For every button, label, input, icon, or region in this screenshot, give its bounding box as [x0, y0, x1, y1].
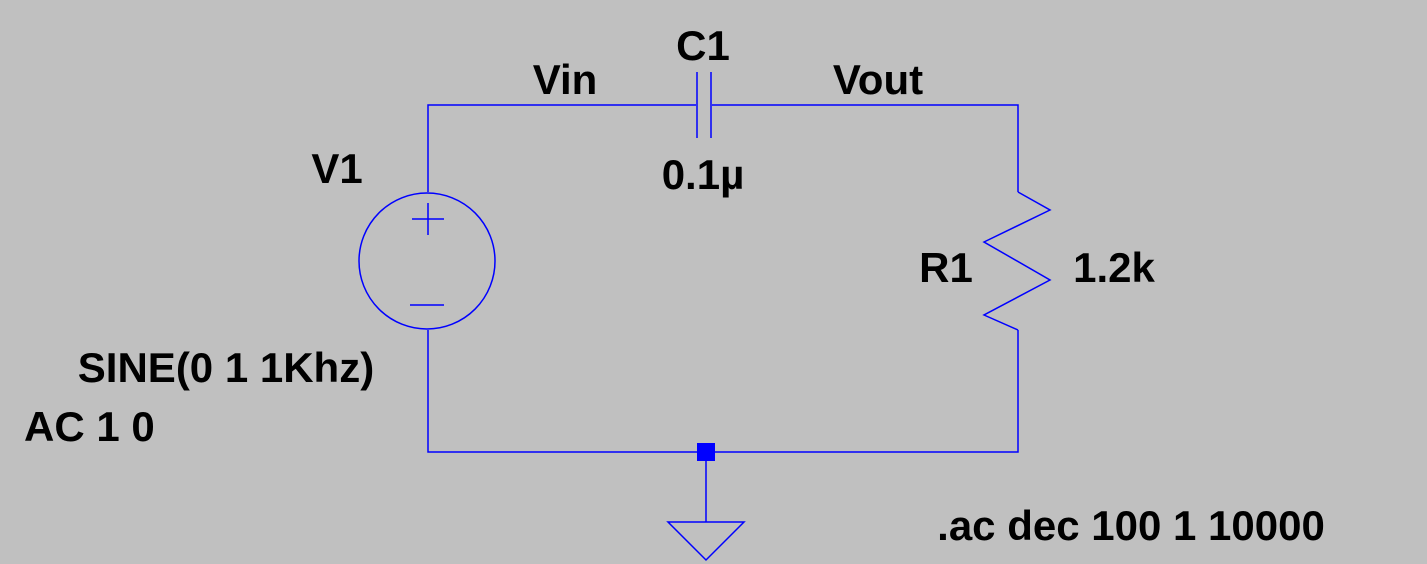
- ground-symbol[interactable]: [666, 521, 746, 562]
- wire-vin-top[interactable]: [427, 104, 696, 192]
- resistor-r1[interactable]: [982, 191, 1052, 331]
- plus-icon: [412, 203, 444, 235]
- capacitor-c1[interactable]: [696, 72, 712, 138]
- wire-vout-top[interactable]: [712, 104, 1019, 192]
- resistor-name: R1: [919, 244, 973, 291]
- net-label-vout: Vout: [833, 56, 923, 103]
- capacitor-value: 0.1µ: [662, 151, 745, 198]
- source-ac-spec: AC 1 0: [24, 403, 155, 450]
- wires: [427, 104, 1019, 522]
- wire-ground-return[interactable]: [427, 330, 706, 453]
- source-waveform: SINE(0 1 1Khz): [78, 344, 374, 391]
- junction-node[interactable]: [697, 443, 715, 461]
- source-circle: [358, 192, 496, 330]
- resistor-zigzag: [982, 191, 1052, 331]
- voltage-source-v1[interactable]: [358, 192, 496, 330]
- spice-directive[interactable]: .ac dec 100 1 10000: [937, 502, 1325, 549]
- capacitor-name: C1: [676, 22, 730, 69]
- source-name: V1: [311, 145, 362, 192]
- wire-resistor-bottom[interactable]: [706, 330, 1019, 453]
- net-label-vin: Vin: [533, 56, 598, 103]
- ground-icon: [666, 521, 746, 562]
- resistor-value: 1.2k: [1073, 244, 1155, 291]
